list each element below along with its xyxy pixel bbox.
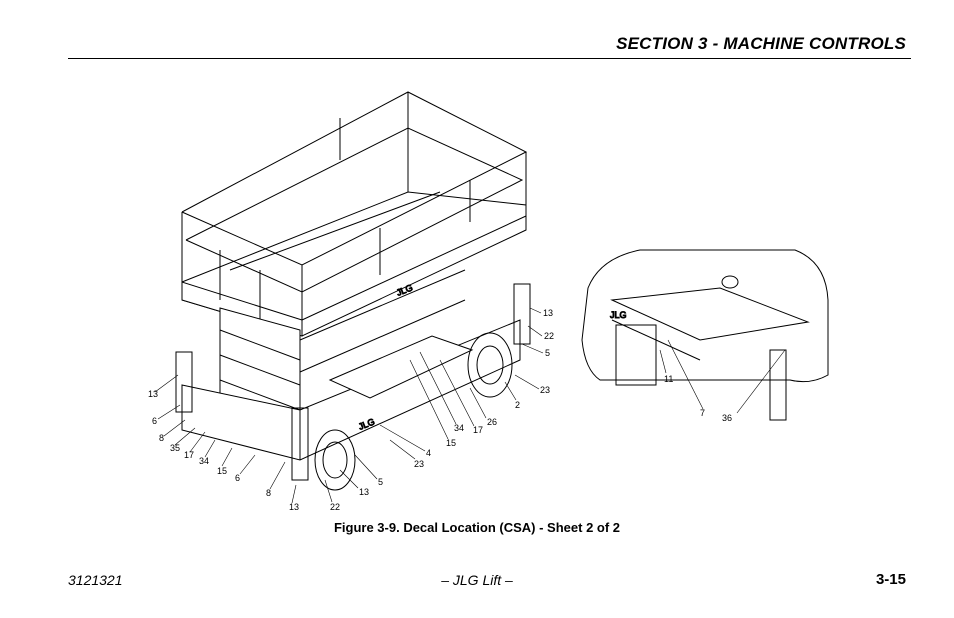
footer-brand: – JLG Lift – [441,572,513,588]
section-title: SECTION 3 - MACHINE CONTROLS [616,34,906,53]
callout-label: 5 [378,477,383,487]
figure-caption: Figure 3-9. Decal Location (CSA) - Sheet… [333,520,621,535]
callout-label: 15 [446,438,456,448]
page-number: 3-15 [875,571,906,588]
callout-label: 23 [540,385,550,395]
callout-label: 36 [722,413,732,423]
callout-label: 17 [473,425,483,435]
callout-label: 5 [545,348,550,358]
callout-label: 13 [543,308,553,318]
callout-label: 35 [170,443,180,453]
header-rule [68,58,911,59]
callout-label: 15 [217,466,227,476]
callout-label: 34 [199,456,209,466]
callout-label: 22 [544,331,554,341]
callout-label: 6 [235,473,240,483]
callouts-detail: 11 7 36 [664,374,732,423]
callout-label: 34 [454,423,464,433]
detail-inset-drawing: JLG [581,249,829,421]
callout-label: 13 [359,487,369,497]
callouts-main: 13 22 5 23 2 26 17 34 15 4 23 5 13 22 13… [148,308,554,512]
doc-number: 3121321 [68,572,123,588]
callout-label: 8 [266,488,271,498]
callout-label: 13 [148,389,158,399]
callout-label: 22 [330,502,340,512]
callout-label: 2 [515,400,520,410]
callout-label: 4 [426,448,431,458]
callout-leaders [154,307,544,504]
callout-label: 11 [664,374,673,384]
callout-label: 23 [414,459,424,469]
callout-label: 13 [289,502,299,512]
jlg-decal-detail: JLG [610,310,627,320]
callout-label: 17 [184,450,194,460]
detail-leaders [659,339,786,414]
callout-label: 8 [159,433,164,443]
callout-label: 6 [152,416,157,426]
callout-label: 7 [700,408,705,418]
callout-label: 26 [487,417,497,427]
scissor-lift-drawing: JLG JLG [175,91,531,491]
